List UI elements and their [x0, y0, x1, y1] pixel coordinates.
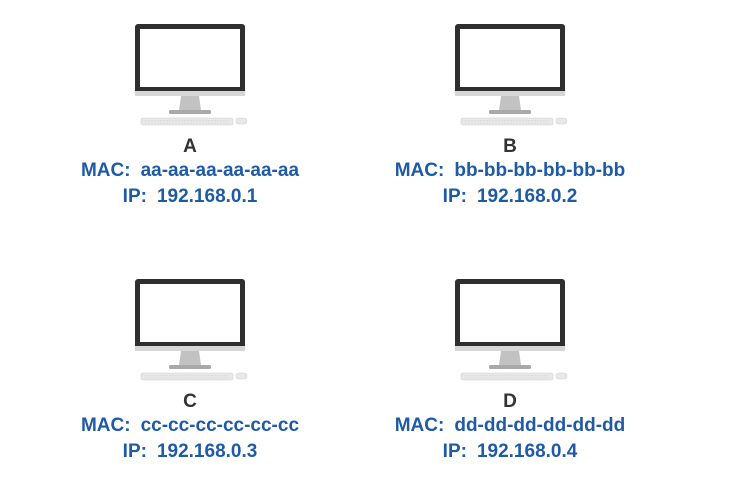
- mac-address: cc-cc-cc-cc-cc-cc: [140, 415, 300, 436]
- ip-address: 192.168.0.4: [476, 441, 578, 462]
- mac-label: MAC:: [80, 160, 131, 181]
- ip-address-line: IP: 192.168.0.4: [360, 439, 660, 465]
- mac-address: dd-dd-dd-dd-dd-dd: [454, 415, 626, 436]
- desktop-computer-icon: [125, 277, 255, 387]
- ip-address: 192.168.0.3: [156, 441, 258, 462]
- mac-address-line: MAC: cc-cc-cc-cc-cc-cc: [40, 413, 340, 439]
- mac-address-line: MAC: aa-aa-aa-aa-aa-aa: [40, 158, 340, 184]
- mac-address-line: MAC: bb-bb-bb-bb-bb-bb: [360, 158, 660, 184]
- host-c: C MAC: cc-cc-cc-cc-cc-cc IP: 192.168.0.3: [40, 277, 340, 465]
- ip-label: IP:: [122, 186, 147, 207]
- host-name: B: [503, 136, 517, 157]
- ip-address-line: IP: 192.168.0.2: [360, 184, 660, 210]
- mac-label: MAC:: [394, 415, 445, 436]
- host-name: C: [183, 391, 197, 412]
- mac-address-line: MAC: dd-dd-dd-dd-dd-dd: [360, 413, 660, 439]
- host-d: D MAC: dd-dd-dd-dd-dd-dd IP: 192.168.0.4: [360, 277, 660, 465]
- desktop-computer-icon: [445, 277, 575, 387]
- mac-address: bb-bb-bb-bb-bb-bb: [454, 160, 626, 181]
- desktop-computer-icon: [125, 22, 255, 132]
- ip-label: IP:: [442, 441, 467, 462]
- ip-address-line: IP: 192.168.0.3: [40, 439, 340, 465]
- ip-address: 192.168.0.1: [156, 186, 258, 207]
- ip-address-line: IP: 192.168.0.1: [40, 184, 340, 210]
- ip-label: IP:: [442, 186, 467, 207]
- mac-address: aa-aa-aa-aa-aa-aa: [140, 160, 300, 181]
- mac-label: MAC:: [80, 415, 131, 436]
- host-name: D: [503, 391, 517, 412]
- host-a: A MAC: aa-aa-aa-aa-aa-aa IP: 192.168.0.1: [40, 22, 340, 210]
- ip-label: IP:: [122, 441, 147, 462]
- ip-address: 192.168.0.2: [476, 186, 578, 207]
- desktop-computer-icon: [445, 22, 575, 132]
- host-name: A: [183, 136, 197, 157]
- mac-label: MAC:: [394, 160, 445, 181]
- host-b: B MAC: bb-bb-bb-bb-bb-bb IP: 192.168.0.2: [360, 22, 660, 210]
